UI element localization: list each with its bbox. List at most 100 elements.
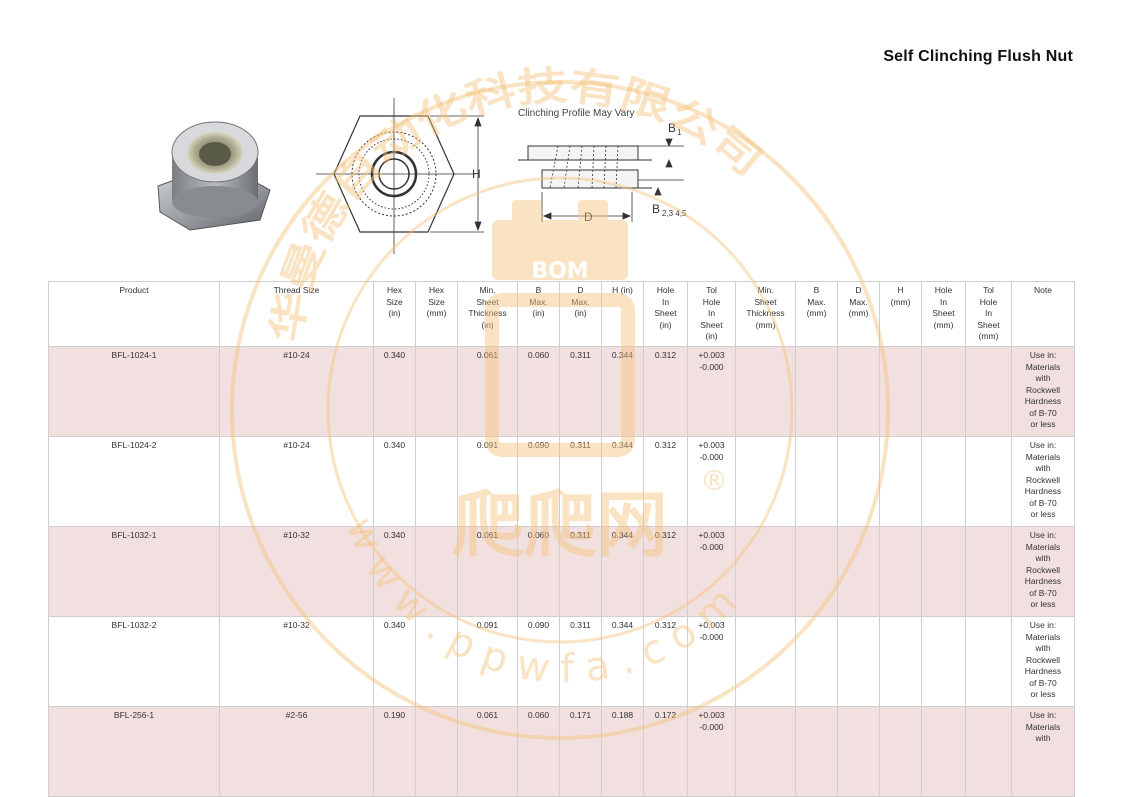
cell-b-mm — [795, 526, 838, 617]
cell-d-in: 0.311 — [559, 436, 602, 527]
label-b2: B — [652, 202, 660, 216]
cell-b-mm — [795, 616, 838, 707]
col-min-sheet-mm: Min. Sheet Thickness (mm) — [735, 281, 796, 347]
cell-tol-in: +0.003 -0.000 — [687, 616, 736, 707]
cell-hole-in: 0.312 — [643, 526, 688, 617]
cell-product: BFL-1024-2 — [48, 436, 220, 527]
cell-tol-in: +0.003 -0.000 — [687, 346, 736, 437]
table-row: BFL-256-1 #2-56 0.190 0.061 0.060 0.171 … — [48, 706, 1075, 797]
cell-thread: #2-56 — [219, 706, 374, 797]
label-b1: B — [668, 121, 676, 135]
cell-min-mm — [735, 526, 796, 617]
cell-product: BFL-256-1 — [48, 706, 220, 797]
cell-tol-in: +0.003 -0.000 — [687, 436, 736, 527]
table-row: BFL-1024-1 #10-24 0.340 0.061 0.060 0.31… — [48, 346, 1075, 437]
cell-d-in: 0.311 — [559, 526, 602, 617]
cell-hole-in: 0.172 — [643, 706, 688, 797]
cell-b-in: 0.060 — [517, 706, 560, 797]
cell-d-mm — [837, 526, 880, 617]
cell-hex-in: 0.340 — [373, 346, 416, 437]
profile-note: Clinching Profile May Vary — [518, 108, 635, 119]
cell-hole-mm — [921, 616, 966, 707]
cell-tol-mm — [965, 706, 1012, 797]
cell-b-mm — [795, 346, 838, 437]
cell-tol-mm — [965, 616, 1012, 707]
label-b1-sub: 1 — [677, 128, 682, 137]
technical-drawing: H Clinching Profile May Vary B 1 B 2,3 4… — [316, 98, 687, 254]
col-hex-size-mm: Hex Size (mm) — [415, 281, 458, 347]
cell-hex-in: 0.340 — [373, 616, 416, 707]
col-hex-size-in: Hex Size (in) — [373, 281, 416, 347]
cell-product: BFL-1024-1 — [48, 346, 220, 437]
cell-hex-mm — [415, 616, 458, 707]
cell-b-mm — [795, 706, 838, 797]
col-thread-size: Thread Size — [219, 281, 374, 347]
cell-thread: #10-24 — [219, 436, 374, 527]
cell-product: BFL-1032-2 — [48, 616, 220, 707]
cell-thread: #10-32 — [219, 526, 374, 617]
col-hole-in: Hole In Sheet (in) — [643, 281, 688, 347]
cell-b-in: 0.090 — [517, 436, 560, 527]
header-row: Product Thread Size Hex Size (in) Hex Si… — [48, 281, 1075, 347]
cell-h-mm — [879, 616, 922, 707]
col-b-max-in: B Max. (in) — [517, 281, 560, 347]
cell-d-in: 0.171 — [559, 706, 602, 797]
col-tol-hole-in: Tol Hole In Sheet (in) — [687, 281, 736, 347]
cell-note: Use in: Materials with Rockwell Hardness… — [1011, 436, 1075, 527]
cell-hex-mm — [415, 706, 458, 797]
cell-tol-mm — [965, 346, 1012, 437]
cell-b-in: 0.060 — [517, 346, 560, 437]
cell-hex-mm — [415, 526, 458, 617]
cell-hole-mm — [921, 706, 966, 797]
cell-h-mm — [879, 526, 922, 617]
cell-d-mm — [837, 616, 880, 707]
cell-hex-mm — [415, 346, 458, 437]
col-d-max-mm: D Max. (mm) — [837, 281, 880, 347]
cell-b-mm — [795, 436, 838, 527]
cell-h-mm — [879, 346, 922, 437]
cell-tol-in: +0.003 -0.000 — [687, 706, 736, 797]
cell-d-mm — [837, 436, 880, 527]
cell-thread: #10-32 — [219, 616, 374, 707]
cell-min-in: 0.091 — [457, 436, 518, 527]
col-b-max-mm: B Max. (mm) — [795, 281, 838, 347]
spec-table: Product Thread Size Hex Size (in) Hex Si… — [48, 281, 1075, 797]
cell-min-in: 0.091 — [457, 616, 518, 707]
cell-h-in: 0.344 — [601, 616, 644, 707]
cell-tol-in: +0.003 -0.000 — [687, 526, 736, 617]
b2-dimension — [638, 179, 684, 196]
cell-note: Use in: Materials with Rockwell Hardness… — [1011, 346, 1075, 437]
cell-min-in: 0.061 — [457, 526, 518, 617]
cell-min-mm — [735, 346, 796, 437]
cell-h-in: 0.188 — [601, 706, 644, 797]
table-row: BFL-1024-2 #10-24 0.340 0.091 0.090 0.31… — [48, 436, 1075, 527]
cell-note: Use in: Materials with Rockwell Hardness… — [1011, 526, 1075, 617]
b1-dimension — [638, 138, 684, 168]
cell-d-mm — [837, 706, 880, 797]
cell-hex-mm — [415, 436, 458, 527]
product-photo — [157, 121, 271, 231]
cell-hex-in: 0.340 — [373, 436, 416, 527]
cell-note: Use in: Materials with Rockwell Hardness… — [1011, 616, 1075, 707]
cell-hole-mm — [921, 436, 966, 527]
cell-d-in: 0.311 — [559, 616, 602, 707]
col-min-sheet-in: Min. Sheet Thickness (in) — [457, 281, 518, 347]
cell-hex-in: 0.190 — [373, 706, 416, 797]
cell-d-in: 0.311 — [559, 346, 602, 437]
table-row: BFL-1032-1 #10-32 0.340 0.061 0.060 0.31… — [48, 526, 1075, 617]
cell-min-mm — [735, 706, 796, 797]
cell-product: BFL-1032-1 — [48, 526, 220, 617]
cell-b-in: 0.060 — [517, 526, 560, 617]
hex-top-view — [316, 98, 476, 254]
col-hole-mm: Hole In Sheet (mm) — [921, 281, 966, 347]
h-dimension — [430, 115, 484, 233]
cell-b-in: 0.090 — [517, 616, 560, 707]
cell-min-mm — [735, 616, 796, 707]
col-note: Note — [1011, 281, 1075, 347]
cell-hole-mm — [921, 346, 966, 437]
cell-hole-in: 0.312 — [643, 346, 688, 437]
cell-hex-in: 0.340 — [373, 526, 416, 617]
page-title: Self Clinching Flush Nut — [883, 48, 1073, 65]
label-b2-sub: 2,3 4,5 — [662, 209, 687, 218]
cell-min-in: 0.061 — [457, 706, 518, 797]
